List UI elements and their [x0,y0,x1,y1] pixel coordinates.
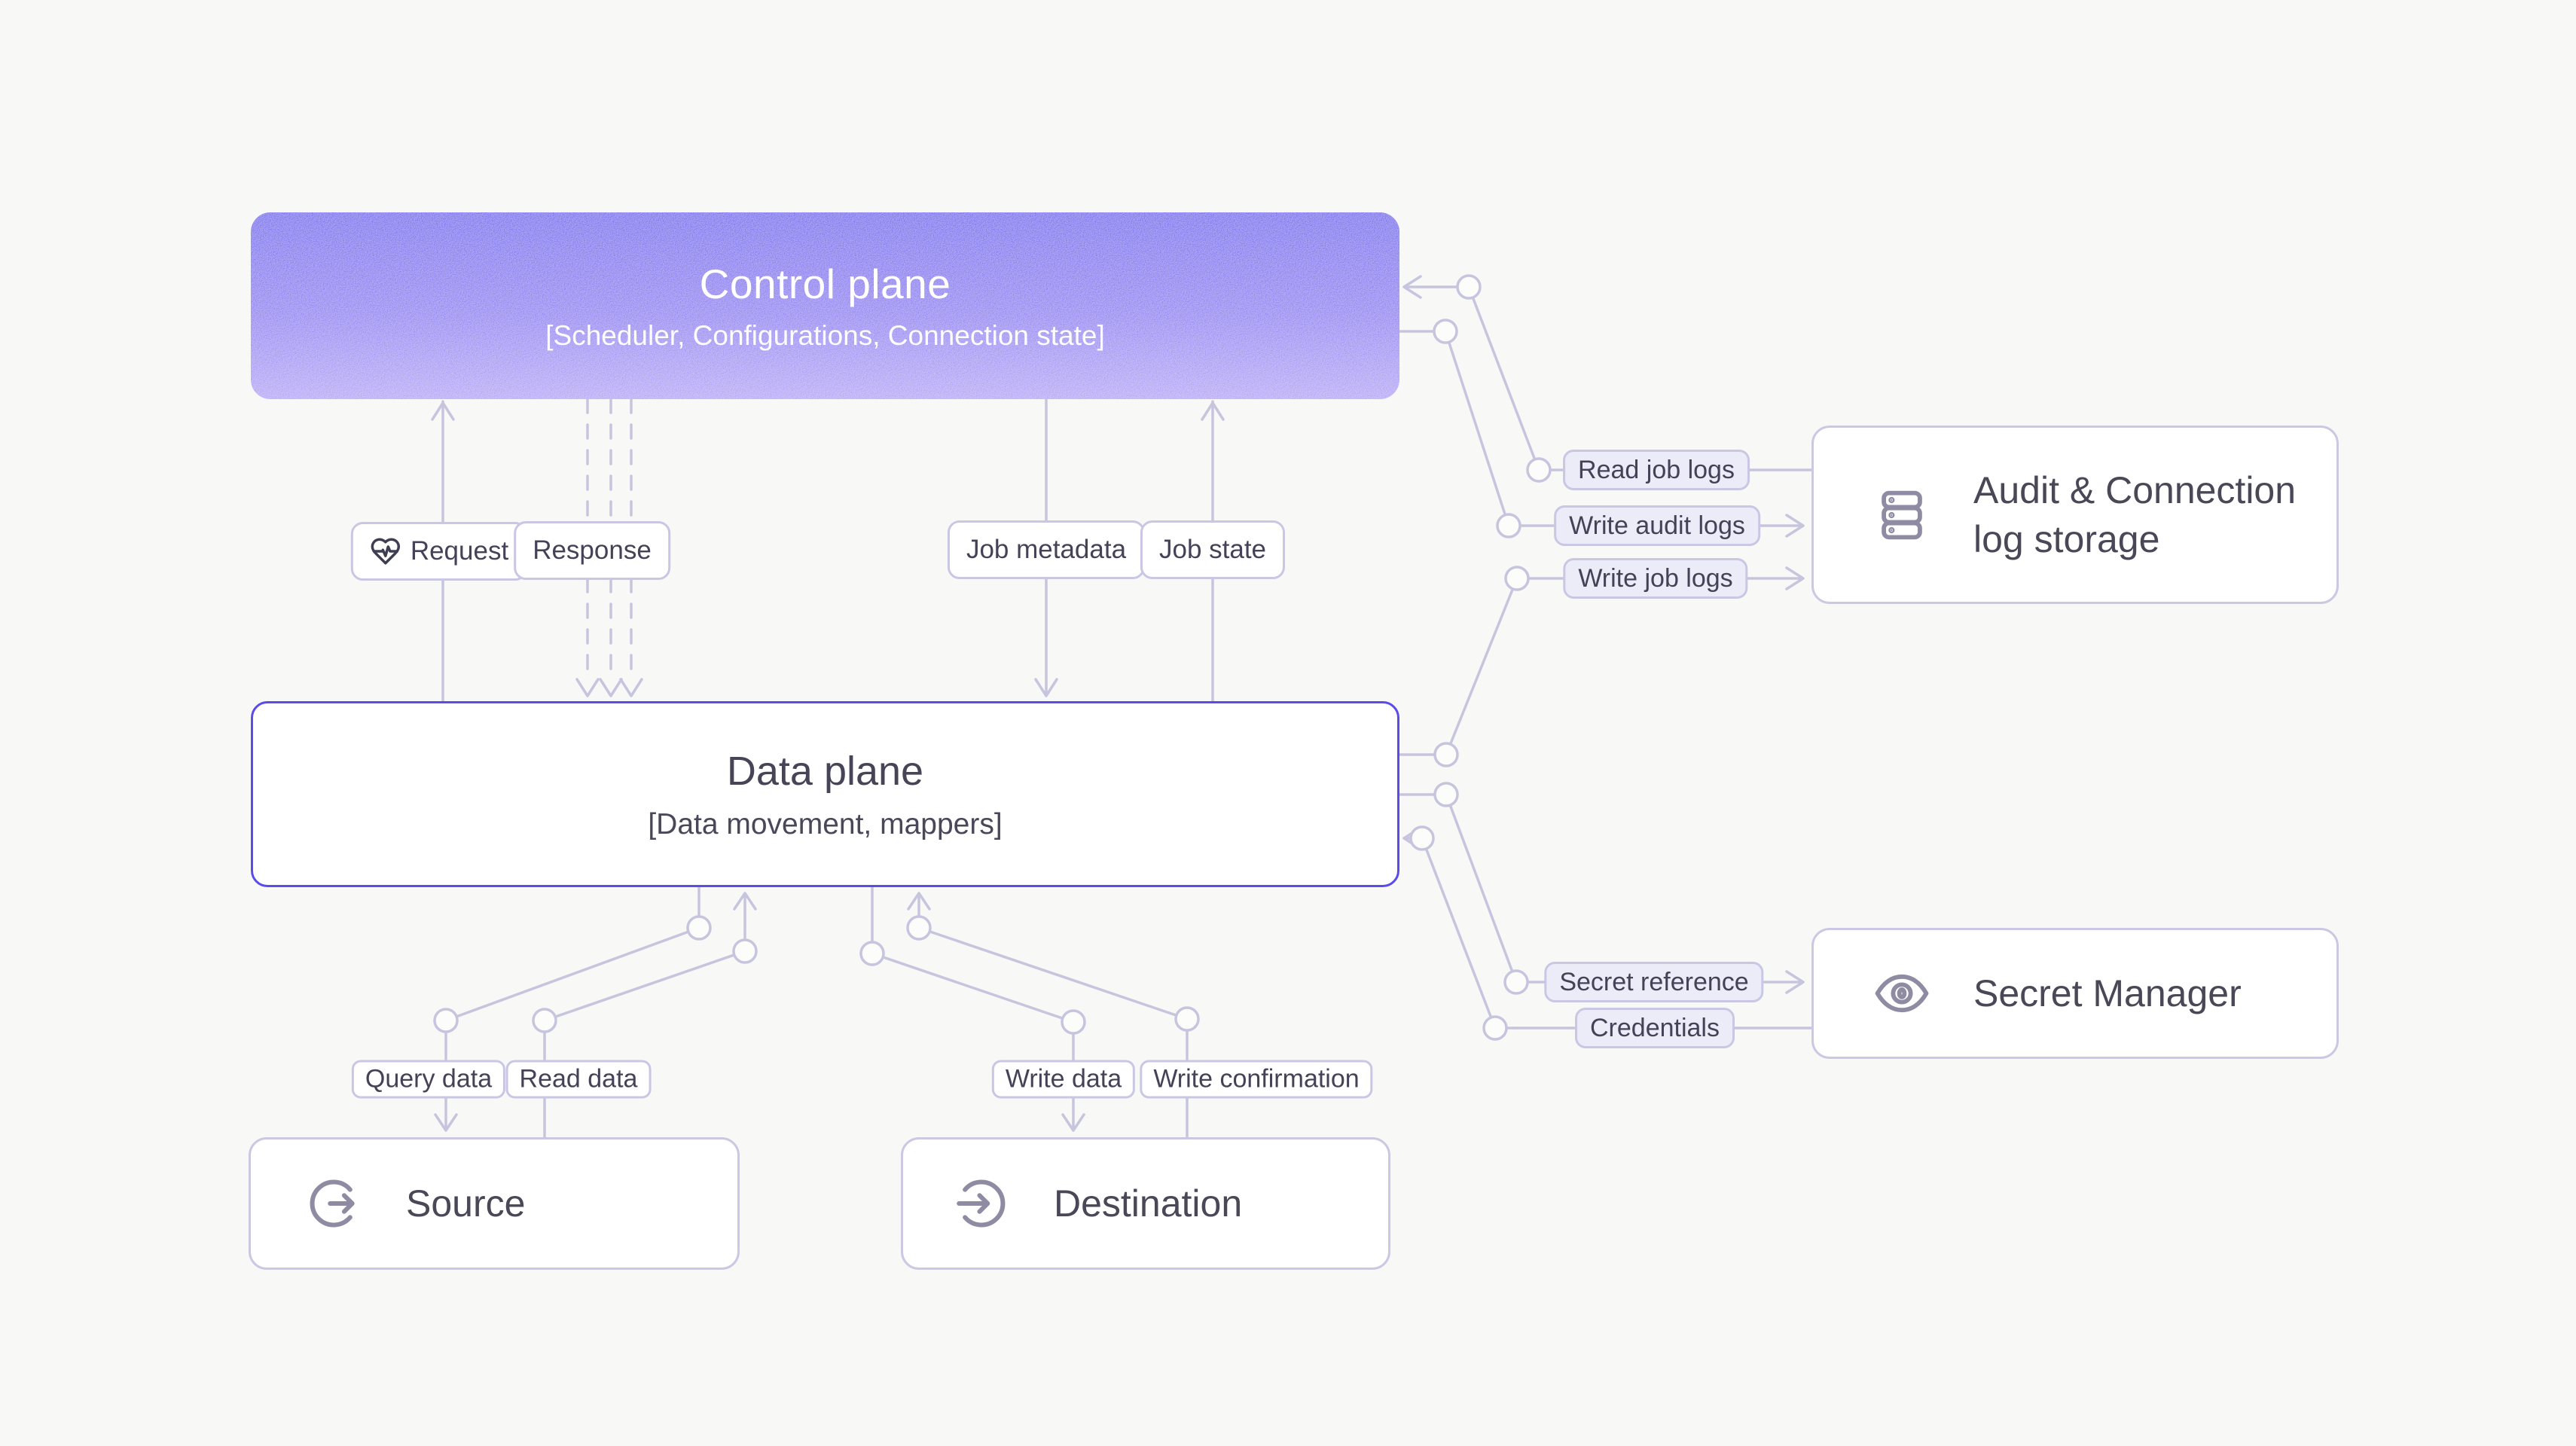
control-plane-subtitle: [Scheduler, Configurations, Connection s… [545,320,1105,351]
label-secret-reference: Secret reference [1544,962,1764,1002]
label-write-audit-logs-text: Write audit logs [1569,511,1745,540]
log-out-circle-icon [310,1179,355,1228]
write-confirmation-line [907,892,1189,1139]
audit-storage-title: Audit & Connection log storage [1973,466,2296,564]
label-job-state-text: Job state [1158,535,1267,564]
control-plane-title: Control plane [699,261,951,307]
read-job-logs-line [1402,275,1813,471]
data-plane-subtitle: [Data movement, mappers] [648,807,1003,840]
data-plane-node: Data plane [Data movement, mappers] [251,701,1399,887]
label-read-data-text: Read data [519,1064,638,1094]
label-response: Response [514,521,670,580]
secret-manager-node: Secret Manager [1811,928,2339,1059]
log-in-circle-icon [957,1179,1006,1228]
label-job-metadata-text: Job metadata [966,535,1127,564]
audit-log-storage-node: Audit & Connection log storage [1811,426,2339,604]
label-credentials: Credentials [1575,1008,1735,1048]
label-read-job-logs: Read job logs [1563,450,1750,490]
label-write-data-text: Write data [1005,1064,1122,1094]
label-write-audit-logs: Write audit logs [1554,505,1760,546]
audit-title-line1: Audit & Connection [1973,468,2297,511]
label-write-job-logs-text: Write job logs [1578,563,1733,593]
label-job-state: Job state [1140,520,1286,579]
secret-manager-title: Secret Manager [1973,972,2242,1014]
heart-pulse-icon [371,538,401,565]
label-query-data: Query data [351,1060,506,1099]
server-stack-icon [1882,490,1922,539]
label-write-confirmation-text: Write confirmation [1153,1064,1360,1094]
audit-title-line2: log storage [1973,517,2160,560]
destination-title: Destination [1054,1182,1243,1225]
label-read-job-logs-text: Read job logs [1578,455,1735,484]
read-data-line [543,892,757,1139]
data-plane-title: Data plane [726,748,924,794]
control-plane-node: Control plane [Scheduler, Configurations… [251,212,1399,399]
source-node: Source [249,1137,740,1270]
destination-node: Destination [901,1137,1390,1270]
label-query-data-text: Query data [365,1064,493,1094]
label-job-metadata: Job metadata [947,520,1146,579]
response-arrowheads [575,678,643,697]
source-title: Source [406,1182,526,1225]
label-request: Request [350,522,528,581]
label-credentials-text: Credentials [1590,1013,1720,1042]
junction-circles [433,274,1552,1041]
label-response-text: Response [533,535,652,565]
label-request-text: Request [410,536,509,566]
label-write-data: Write data [991,1060,1136,1099]
label-read-data: Read data [505,1060,652,1099]
eye-icon [1875,974,1929,1013]
label-write-job-logs: Write job logs [1563,558,1748,599]
label-write-confirmation: Write confirmation [1140,1060,1373,1099]
label-secret-reference-text: Secret reference [1559,967,1749,996]
